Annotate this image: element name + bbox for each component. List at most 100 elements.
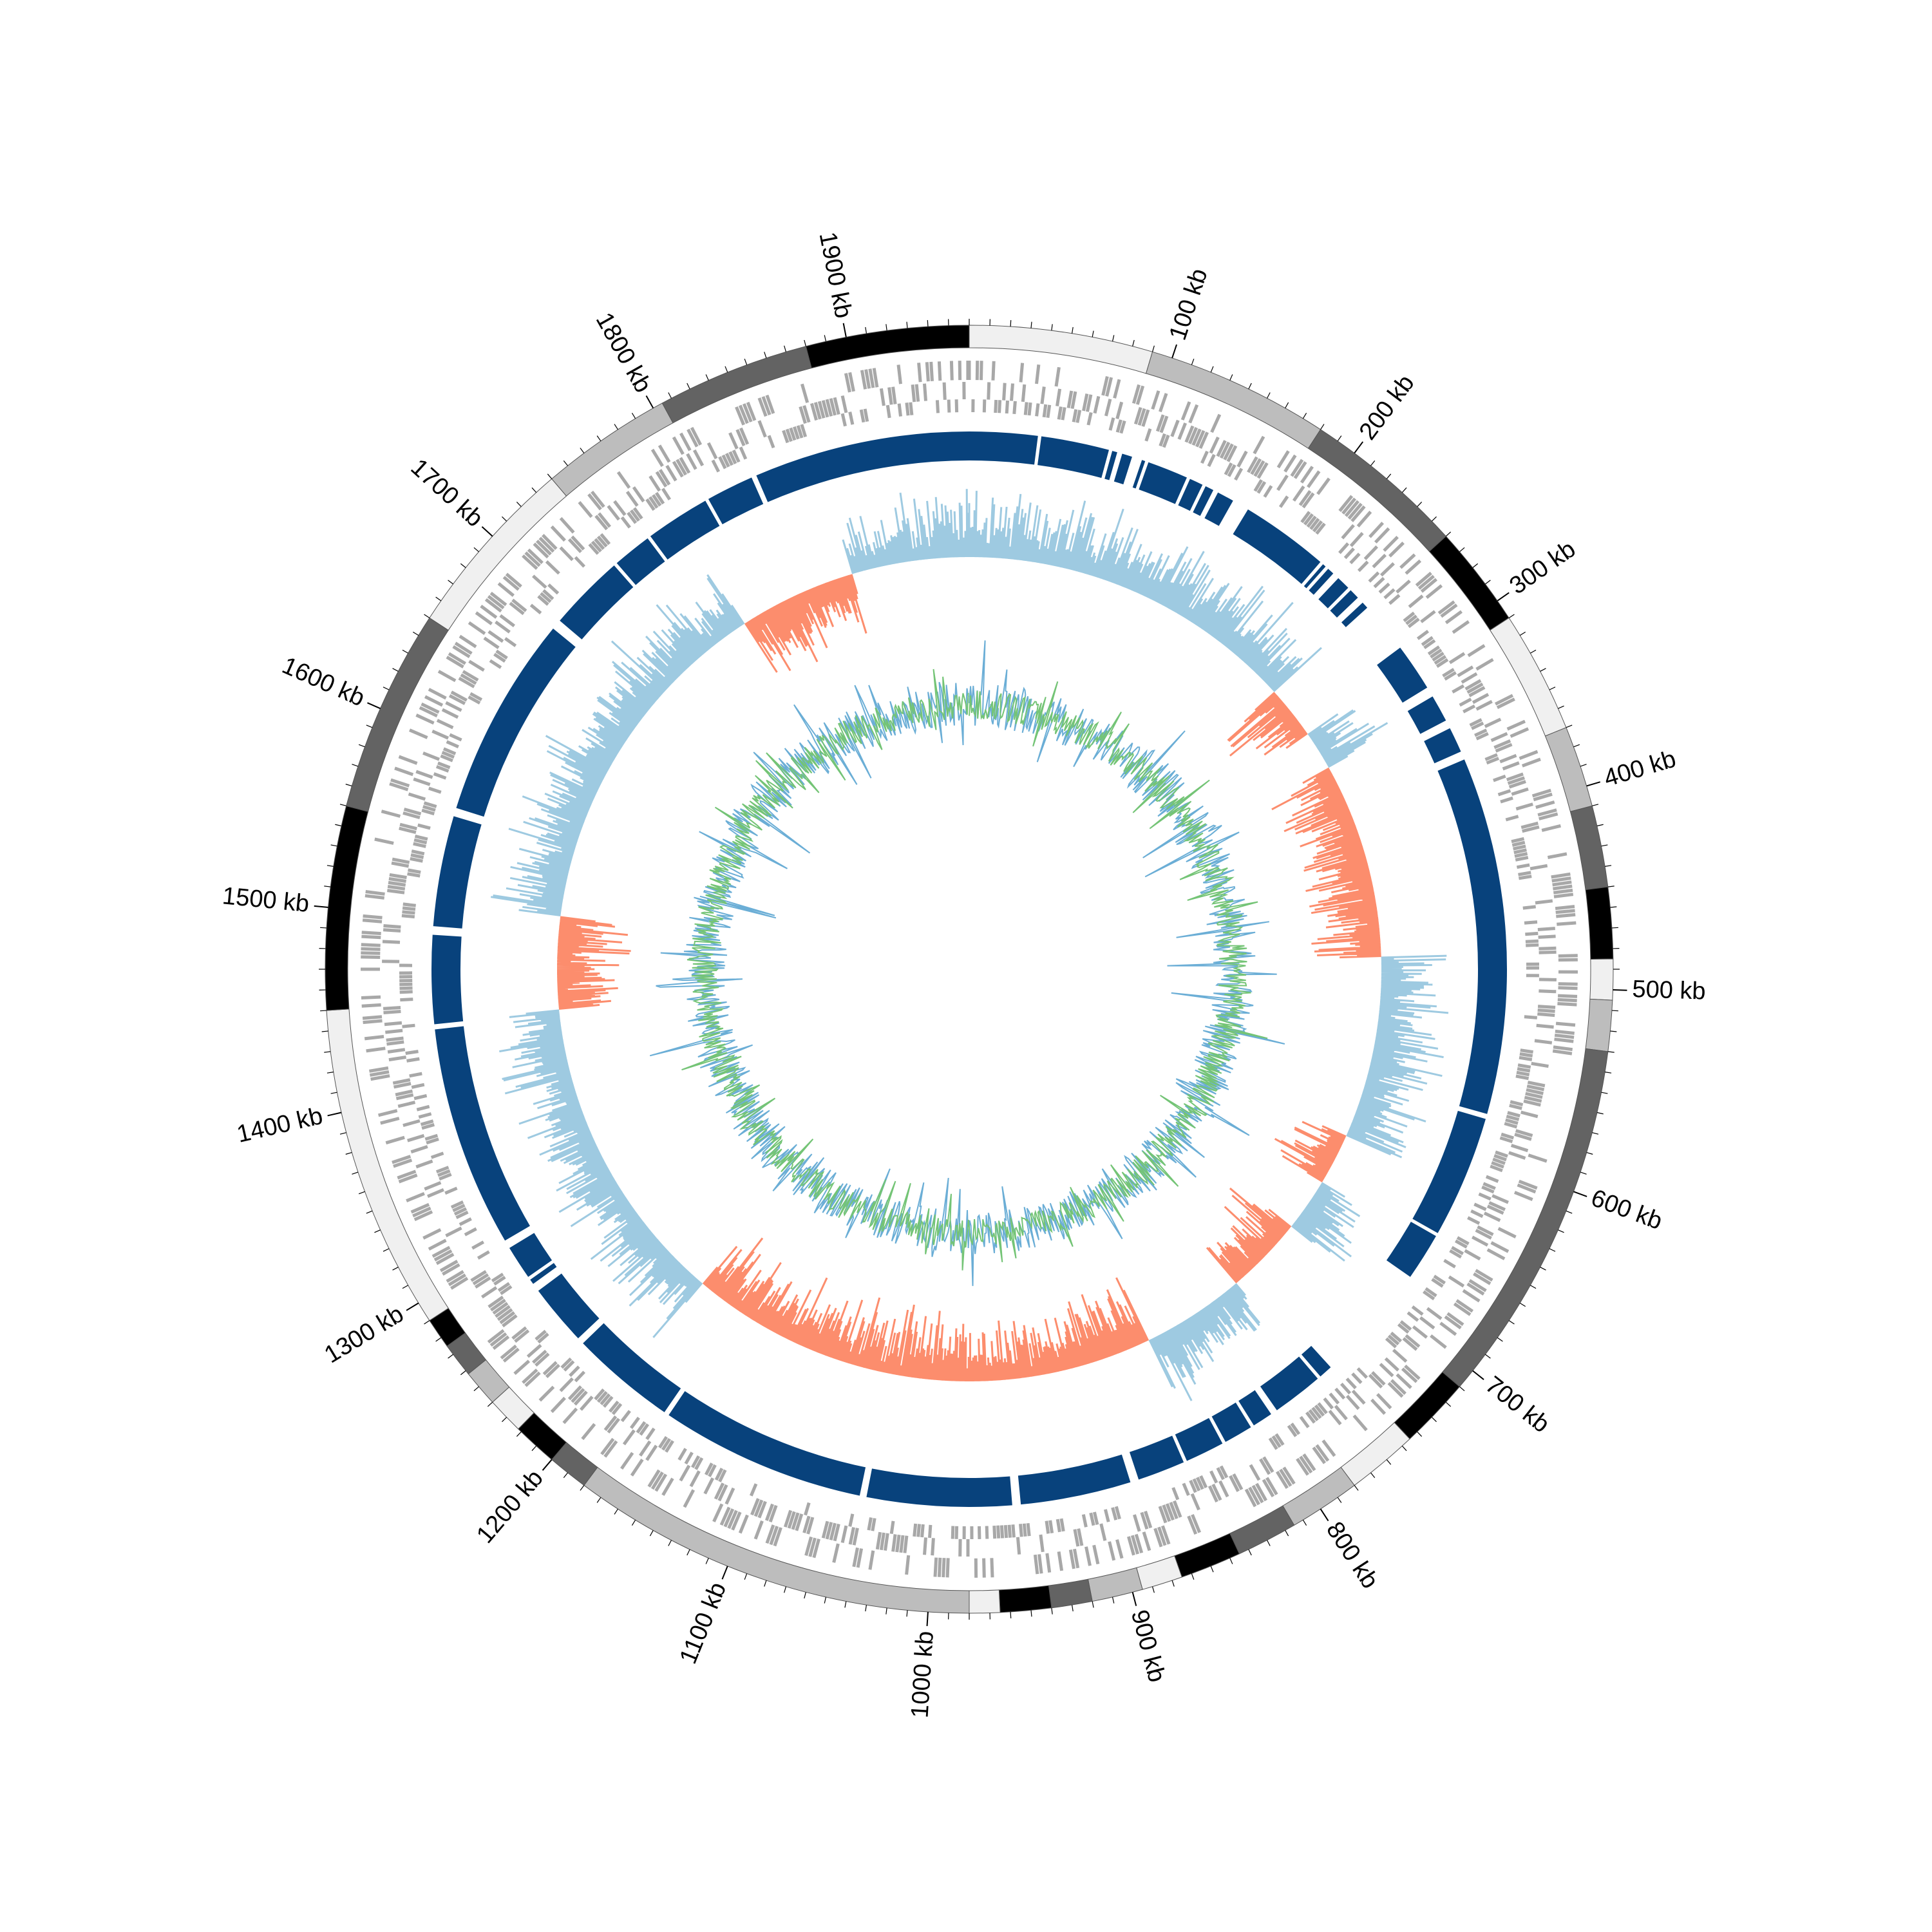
minor-tick <box>383 687 390 690</box>
minor-tick <box>1519 1302 1526 1307</box>
scale-tick-label: 100 kb <box>1164 265 1213 344</box>
minor-tick <box>352 1171 359 1175</box>
alignment-block <box>1113 453 1132 485</box>
alignment-block <box>1424 728 1461 764</box>
alignment-block <box>1318 578 1349 609</box>
minor-tick <box>435 596 442 601</box>
minor-tick <box>1519 631 1526 636</box>
alignment-block <box>1178 478 1203 511</box>
minor-tick <box>1248 383 1252 390</box>
alignment-block <box>866 1468 1012 1507</box>
minor-tick <box>1267 392 1271 399</box>
alignment-block <box>1303 564 1326 589</box>
scale-tick-label: 1000 kb <box>906 1630 939 1719</box>
alignment-block <box>969 431 1038 465</box>
minor-tick <box>358 1191 365 1195</box>
minor-tick <box>824 335 827 342</box>
gene-marks <box>361 361 1578 1578</box>
minor-tick <box>448 580 453 585</box>
minor-tick <box>448 1354 453 1359</box>
minor-tick <box>392 668 399 672</box>
minor-tick <box>1010 320 1012 327</box>
minor-tick <box>563 460 568 466</box>
major-tick <box>314 905 328 908</box>
minor-tick <box>1596 824 1604 827</box>
minor-tick <box>352 764 359 767</box>
minor-tick <box>547 473 553 479</box>
alignment-block <box>1018 1454 1131 1505</box>
minor-tick <box>1370 460 1376 466</box>
minor-tick <box>1558 705 1564 709</box>
scale-tick-label: 300 kb <box>1505 536 1581 600</box>
scale-tick-label: 800 kb <box>1321 1517 1383 1594</box>
alignment-block <box>1233 509 1321 584</box>
minor-tick <box>886 1607 887 1615</box>
alignment-block <box>1309 569 1334 595</box>
alignment-block <box>1437 759 1507 1114</box>
minor-tick <box>1151 345 1155 352</box>
minor-tick <box>1092 1601 1094 1608</box>
contig-segment <box>1569 805 1609 891</box>
gc-line-green <box>681 668 1268 1271</box>
scale-tick-label: 1200 kb <box>471 1464 549 1548</box>
minor-tick <box>1171 1580 1175 1587</box>
minor-tick <box>424 1320 430 1325</box>
scale-tick-label: 500 kb <box>1632 976 1706 1005</box>
minor-tick <box>1607 886 1615 887</box>
minor-tick <box>784 345 787 352</box>
contig-segment <box>1589 958 1614 1001</box>
contig-segment <box>1585 998 1613 1052</box>
alignment-block <box>1260 1356 1318 1410</box>
minor-tick <box>596 435 601 442</box>
contig-segment <box>1087 1567 1143 1602</box>
major-tick <box>1573 1191 1587 1197</box>
minor-tick <box>327 1072 334 1074</box>
alignment-block <box>1037 436 1109 478</box>
minor-tick <box>335 824 342 827</box>
alignment-block <box>668 1391 866 1496</box>
minor-tick <box>487 1401 493 1407</box>
scale-tick-label: 1500 kb <box>221 882 310 918</box>
minor-tick <box>339 1132 346 1135</box>
gc-skew-track <box>490 489 1449 1401</box>
minor-tick <box>339 804 346 806</box>
scale-ticks <box>314 319 1627 1626</box>
scale-tick-label: 1300 kb <box>320 1300 408 1368</box>
minor-tick <box>1497 1337 1503 1342</box>
major-tick <box>1132 1592 1137 1606</box>
minor-tick <box>1592 1132 1599 1135</box>
minor-tick <box>383 1248 390 1252</box>
minor-tick <box>1010 1611 1012 1618</box>
minor-tick <box>705 374 709 381</box>
minor-tick <box>1210 1566 1214 1573</box>
contig-segment <box>1229 1505 1295 1555</box>
minor-tick <box>764 1580 767 1587</box>
major-tick <box>406 1302 419 1311</box>
minor-tick <box>320 927 327 929</box>
minor-tick <box>502 1417 507 1423</box>
scale-tick-label: 600 kb <box>1587 1184 1666 1235</box>
minor-tick <box>1229 1558 1233 1564</box>
skew-negative <box>556 574 1381 1382</box>
contig-segment <box>1307 429 1446 552</box>
major-tick <box>1354 441 1364 454</box>
alignment-block <box>616 538 665 585</box>
minor-tick <box>324 886 331 887</box>
minor-tick <box>1549 687 1556 690</box>
alignment-block <box>1129 1435 1184 1480</box>
minor-tick <box>580 448 585 453</box>
minor-tick <box>402 649 408 654</box>
minor-tick <box>1386 1459 1392 1465</box>
alignment-block <box>1386 1222 1436 1277</box>
minor-tick <box>668 392 672 399</box>
minor-tick <box>1151 1586 1155 1593</box>
major-tick <box>1472 1370 1484 1380</box>
scale-tick-label: 900 kb <box>1126 1607 1171 1685</box>
minor-tick <box>886 324 887 331</box>
minor-tick <box>804 1592 806 1599</box>
minor-tick <box>1605 1072 1612 1074</box>
major-tick <box>1171 344 1177 359</box>
scale-tick-label: 200 kb <box>1354 370 1420 445</box>
minor-tick <box>705 1558 709 1564</box>
